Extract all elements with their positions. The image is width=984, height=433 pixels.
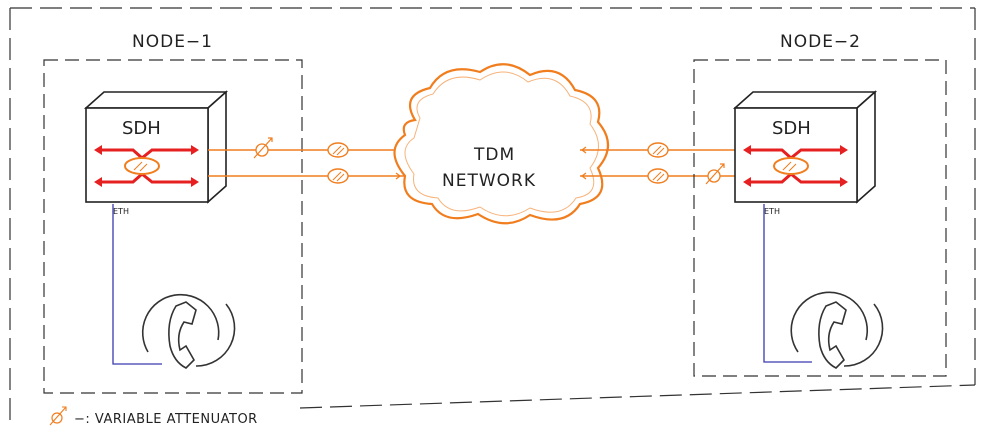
connector-icon xyxy=(647,168,669,184)
node-2-boundary xyxy=(693,59,947,377)
tdm-network-cloud: TDM NETWORK xyxy=(393,63,610,225)
node-1-label: NODE−1 xyxy=(132,32,213,52)
node-2: NODE−2 SDH ETH xyxy=(693,32,947,377)
variable-attenuator-icon xyxy=(49,406,67,426)
variable-attenuator-icon xyxy=(705,163,725,185)
eth-link-1 xyxy=(112,204,162,365)
cross-connect-icon xyxy=(743,145,848,187)
legend: −: VARIABLE ATTENUATOR xyxy=(49,406,258,427)
connector-icon xyxy=(327,168,349,184)
network-label-line2: NETWORK xyxy=(442,171,536,191)
node-1: NODE−1 SDH ETH xyxy=(43,32,406,394)
connector-icon xyxy=(327,142,349,158)
sdh-device-2: SDH ETH xyxy=(732,90,878,216)
sdh-device-1: SDH ETH xyxy=(83,90,229,216)
eth-port-label-1: ETH xyxy=(113,207,129,216)
node-1-boundary xyxy=(43,59,303,394)
telephone-icon xyxy=(141,293,236,369)
node-2-label: NODE−2 xyxy=(780,32,861,52)
connector-icon xyxy=(647,142,669,158)
sdh-label-1: SDH xyxy=(122,118,161,139)
cross-connect-icon xyxy=(94,145,199,187)
eth-link-2 xyxy=(763,204,812,363)
eth-port-label-2: ETH xyxy=(764,207,780,216)
outer-frame xyxy=(9,7,976,420)
network-label-line1: TDM xyxy=(473,145,515,165)
variable-attenuator-icon xyxy=(253,137,273,159)
sdh-label-2: SDH xyxy=(772,118,811,139)
telephone-icon xyxy=(790,291,884,369)
legend-text: −: VARIABLE ATTENUATOR xyxy=(74,412,258,427)
